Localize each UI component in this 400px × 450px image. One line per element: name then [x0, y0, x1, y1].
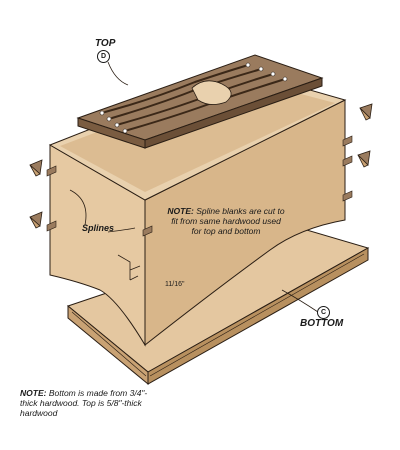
bottom-note-prefix: NOTE:	[20, 388, 47, 398]
top-part-badge: D	[97, 50, 110, 63]
finger-pull-icon	[191, 80, 232, 105]
groove-end-holes	[99, 62, 288, 134]
dimension-bracket	[117, 254, 141, 281]
top-label: TOP	[95, 38, 116, 49]
bottom-board-side-edge	[147, 247, 369, 385]
spline-note-text: Spline blanks are cut to fit from same h…	[171, 206, 285, 236]
bottom-part-badge: C	[317, 306, 330, 319]
spline-note-prefix: NOTE:	[167, 206, 194, 216]
box-side-face	[144, 99, 346, 347]
spline-note: NOTE: Spline blanks are cut to fit from …	[166, 206, 286, 236]
box-front-face	[49, 144, 146, 347]
splines-label: Splines	[82, 223, 115, 233]
bottom-note-text: Bottom is made from 3/4"-thick hardwood.…	[20, 388, 148, 418]
leader-lines	[69, 61, 319, 313]
spline-slots	[46, 135, 353, 237]
dimension-label: 11/16"	[165, 281, 185, 288]
bottom-label: BOTTOM	[300, 318, 344, 329]
loose-splines	[29, 103, 373, 229]
top-panel	[76, 54, 324, 149]
bottom-note: NOTE: Bottom is made from 3/4"-thick har…	[20, 388, 150, 418]
